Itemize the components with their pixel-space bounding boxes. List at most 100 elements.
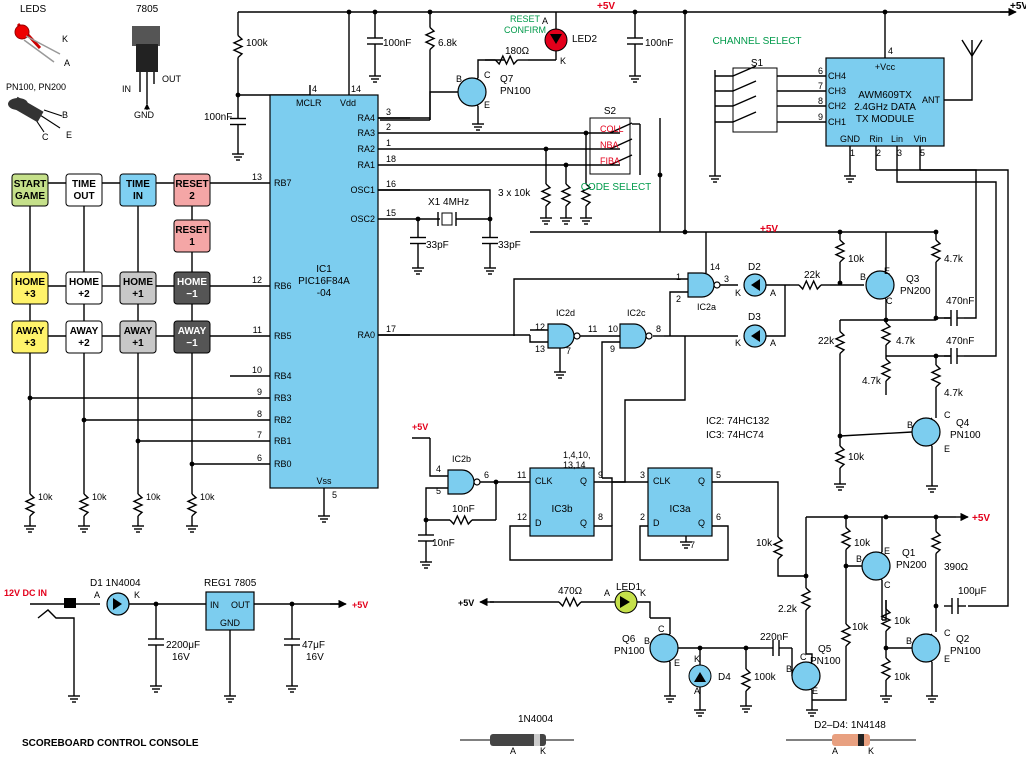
label: K [134, 590, 140, 600]
label: 7 [818, 81, 823, 91]
label: 12 [517, 512, 527, 522]
label: D [535, 518, 542, 528]
ic2b-gate [447, 469, 475, 495]
label: 47μF [302, 640, 325, 651]
gate-bubble [713, 281, 721, 289]
label: Q6 [622, 634, 636, 645]
label: B [456, 74, 462, 84]
wire [880, 358, 892, 382]
reg1-chip [205, 591, 255, 631]
label: 100nF [204, 112, 232, 123]
label: 22k [818, 336, 835, 347]
label: 17 [386, 324, 396, 334]
label: 3 [640, 470, 645, 480]
led-a: A [64, 58, 70, 68]
label: 14 [351, 84, 361, 94]
junction-dot [883, 645, 889, 651]
wire [78, 493, 90, 517]
rail-5v: +5V [597, 1, 615, 12]
label: E [812, 686, 818, 696]
label: E [674, 658, 680, 668]
label: OSC1 [350, 185, 375, 195]
button-label: AWAY [178, 326, 207, 337]
label: E [884, 546, 890, 556]
label: PN200 [900, 286, 931, 297]
junction-dot [372, 9, 378, 15]
wire [896, 170, 997, 357]
label: 9 [610, 344, 615, 354]
junction-dot [837, 280, 843, 286]
wire [772, 536, 784, 560]
junction-dot [933, 603, 939, 609]
ic3b-chip [529, 467, 595, 537]
label: REG1 7805 [204, 578, 257, 589]
label: Q7 [500, 74, 514, 85]
wire [540, 183, 552, 207]
junction-dot [415, 216, 421, 222]
ic-note: IC3: 74HC74 [706, 430, 764, 441]
label: Q1 [902, 548, 916, 559]
label: COLL [600, 124, 624, 134]
label: 3 [386, 107, 391, 117]
label: K [735, 338, 741, 348]
wire [812, 650, 847, 701]
led-icon [14, 24, 30, 40]
wire [882, 600, 887, 621]
diode-1n4148-icon [832, 734, 870, 746]
label: K [640, 588, 646, 598]
label: Q [698, 518, 705, 528]
label: E [484, 100, 490, 110]
junction-dot [81, 417, 87, 423]
label: +5V [412, 422, 428, 432]
junction-dot [583, 130, 589, 136]
label: C [484, 70, 491, 80]
label: 9 [598, 470, 603, 480]
label: 6 [716, 512, 721, 522]
junction-dot [153, 601, 159, 607]
label: E [66, 130, 72, 140]
junction-dot [682, 9, 688, 15]
label: GND [134, 110, 155, 120]
label: 5 [920, 148, 925, 158]
label: CLK [535, 476, 553, 486]
label: 4.7k [944, 388, 964, 399]
label: A [832, 746, 838, 756]
label: LED2 [572, 34, 597, 45]
ic3a-chip [647, 467, 713, 537]
button-2 [119, 173, 157, 207]
label: 10k [38, 492, 53, 502]
label: 220nF [760, 632, 788, 643]
label: 10k [92, 492, 107, 502]
label: 10nF [432, 538, 455, 549]
label: B [856, 554, 862, 564]
label: NBA [600, 140, 619, 150]
label: IC2d [556, 308, 575, 318]
rail-5v-supply: +5V [352, 600, 368, 610]
label: 10k [756, 538, 773, 549]
label: RB2 [274, 415, 292, 425]
wire [494, 54, 519, 66]
label: K [694, 654, 700, 664]
label: CH3 [828, 86, 846, 96]
label: Q5 [818, 644, 832, 655]
button-label: +1 [132, 289, 144, 300]
label: Vss [316, 476, 332, 486]
wire [637, 601, 651, 618]
label: A [94, 590, 100, 600]
wire [429, 438, 448, 477]
label: RA0 [357, 330, 375, 340]
label: 15 [386, 208, 396, 218]
junction-dot [933, 514, 939, 520]
wire [425, 487, 448, 520]
led-leg [23, 39, 55, 63]
wire [880, 322, 892, 346]
junction-dot [803, 573, 809, 579]
label: 10nF [452, 504, 475, 515]
label: S1 [751, 58, 764, 69]
label: PN100 [500, 86, 531, 97]
label: RA4 [357, 113, 375, 123]
label: 4.7k [862, 376, 882, 387]
label: E [884, 266, 890, 276]
junction-dot [135, 438, 141, 444]
